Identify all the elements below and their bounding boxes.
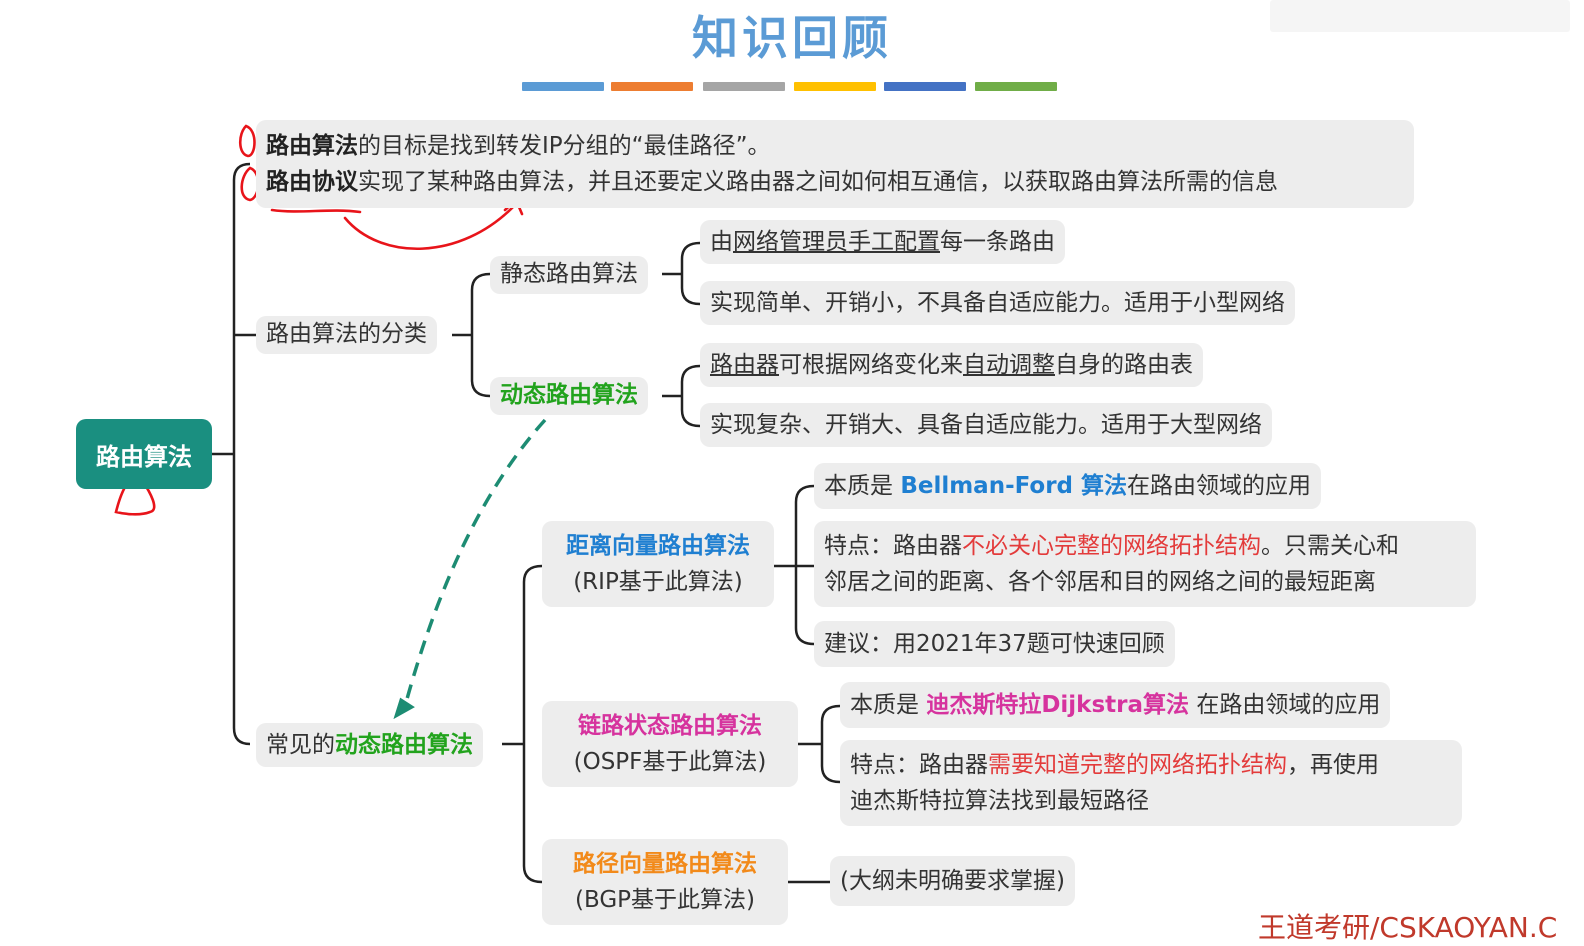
ls-essence: 本质是 迪杰斯特拉Dijkstra算法 在路由领域的应用 — [840, 682, 1391, 728]
dv-essence-highlight: Bellman-Ford 算法 — [900, 473, 1128, 499]
color-bar-2 — [611, 82, 693, 91]
static-desc-2: 实现简单、开销小，不具备自适应能力。适用于小型网络 — [700, 281, 1295, 325]
blurred-corner-overlay — [1270, 0, 1570, 32]
dv-feature-highlight: 不必关心完整的网络拓扑结构 — [962, 533, 1261, 559]
intro-line1-text: 的目标是找到转发IP分组的“最佳路径”。 — [358, 133, 771, 159]
static-desc-1: 由网络管理员手工配置每一条路由 — [700, 220, 1065, 264]
page-title: 知识回顾 — [692, 11, 892, 65]
common-prefix: 常见的 — [266, 732, 335, 758]
dynamic-desc-1-suffix: 自身的路由表 — [1055, 352, 1193, 378]
color-bar-5 — [884, 82, 966, 91]
dynamic-desc-1-u2: 自动调整 — [963, 352, 1055, 378]
intro-line2-text: 实现了某种路由算法，并且还要定义路由器之间如何相互通信，以获取路由算法所需的信息 — [358, 169, 1278, 195]
ls-feature-highlight: 需要知道完整的网络拓扑结构 — [988, 752, 1287, 778]
dynamic-desc-1: 路由器可根据网络变化来自动调整自身的路由表 — [700, 343, 1203, 387]
color-bar-4 — [794, 82, 876, 91]
ls-feature-suffix: ，再使用 — [1287, 752, 1379, 778]
dv-feature-suffix: 。只需关心和 — [1261, 533, 1399, 559]
intro-box: 路由算法的目标是找到转发IP分组的“最佳路径”。 路由协议实现了某种路由算法，并… — [256, 120, 1414, 208]
pv-note: (大纲未明确要求掌握) — [830, 856, 1075, 906]
path-vector-node: 路径向量路由算法 (BGP基于此算法) — [542, 839, 788, 925]
dv-feature-line2: 邻居之间的距离、各个邻居和目的网络之间的最短距离 — [824, 569, 1376, 595]
dv-advice: 建议：用2021年37题可快速回顾 — [814, 621, 1175, 667]
link-state-sub: (OSPF基于此算法) — [573, 749, 767, 775]
watermark: 王道考研/CSKAOYAN.C — [1258, 911, 1558, 944]
classification-node: 路由算法的分类 — [256, 316, 437, 354]
dv-feature: 特点：路由器不必关心完整的网络拓扑结构。只需关心和 邻居之间的距离、各个邻居和目… — [814, 521, 1476, 607]
dynamic-desc-1-u1: 路由器 — [710, 352, 779, 378]
distance-vector-sub: (RIP基于此算法) — [573, 569, 743, 595]
static-routing-node: 静态路由算法 — [490, 256, 648, 294]
dashed-arrow — [402, 418, 547, 711]
color-bar-6 — [975, 82, 1057, 91]
dynamic-desc-1-mid: 可根据网络变化来 — [779, 352, 963, 378]
link-state-name: 链路状态路由算法 — [578, 713, 762, 739]
path-vector-name: 路径向量路由算法 — [573, 851, 757, 877]
distance-vector-node: 距离向量路由算法 (RIP基于此算法) — [542, 521, 774, 607]
dv-essence-suffix: 在路由领域的应用 — [1127, 473, 1312, 499]
path-vector-sub: (BGP基于此算法) — [574, 887, 755, 913]
distance-vector-name: 距离向量路由算法 — [566, 533, 750, 559]
dv-essence-prefix: 本质是 — [824, 473, 901, 499]
color-bar-3 — [703, 82, 785, 91]
dv-essence: 本质是 Bellman-Ford 算法在路由领域的应用 — [814, 463, 1322, 509]
link-state-node: 链路状态路由算法 (OSPF基于此算法) — [542, 701, 798, 787]
common-dynamic-node: 常见的动态路由算法 — [256, 723, 483, 767]
static-desc-1-underlined: 网络管理员手工配置 — [733, 229, 940, 255]
ls-feature: 特点：路由器需要知道完整的网络拓扑结构，再使用 迪杰斯特拉算法找到最短路径 — [840, 740, 1462, 826]
static-desc-1-prefix: 由 — [710, 229, 733, 255]
intro-line2-bold: 路由协议 — [266, 169, 358, 195]
intro-line1-bold: 路由算法 — [266, 133, 358, 159]
dynamic-desc-2: 实现复杂、开销大、具备自适应能力。适用于大型网络 — [700, 403, 1272, 447]
ls-feature-prefix: 特点：路由器 — [850, 752, 988, 778]
ls-essence-suffix: 在路由领域的应用 — [1189, 692, 1381, 718]
ls-essence-highlight: 迪杰斯特拉Dijkstra算法 — [926, 692, 1190, 718]
dv-feature-prefix: 特点：路由器 — [824, 533, 962, 559]
root-node: 路由算法 — [76, 419, 212, 489]
static-desc-1-suffix: 每一条路由 — [940, 229, 1055, 255]
ls-feature-line2: 迪杰斯特拉算法找到最短路径 — [850, 788, 1149, 814]
dynamic-routing-node: 动态路由算法 — [490, 377, 648, 415]
ls-essence-prefix: 本质是 — [850, 692, 927, 718]
color-bar-1 — [522, 82, 604, 91]
common-highlight: 动态路由算法 — [335, 732, 473, 758]
